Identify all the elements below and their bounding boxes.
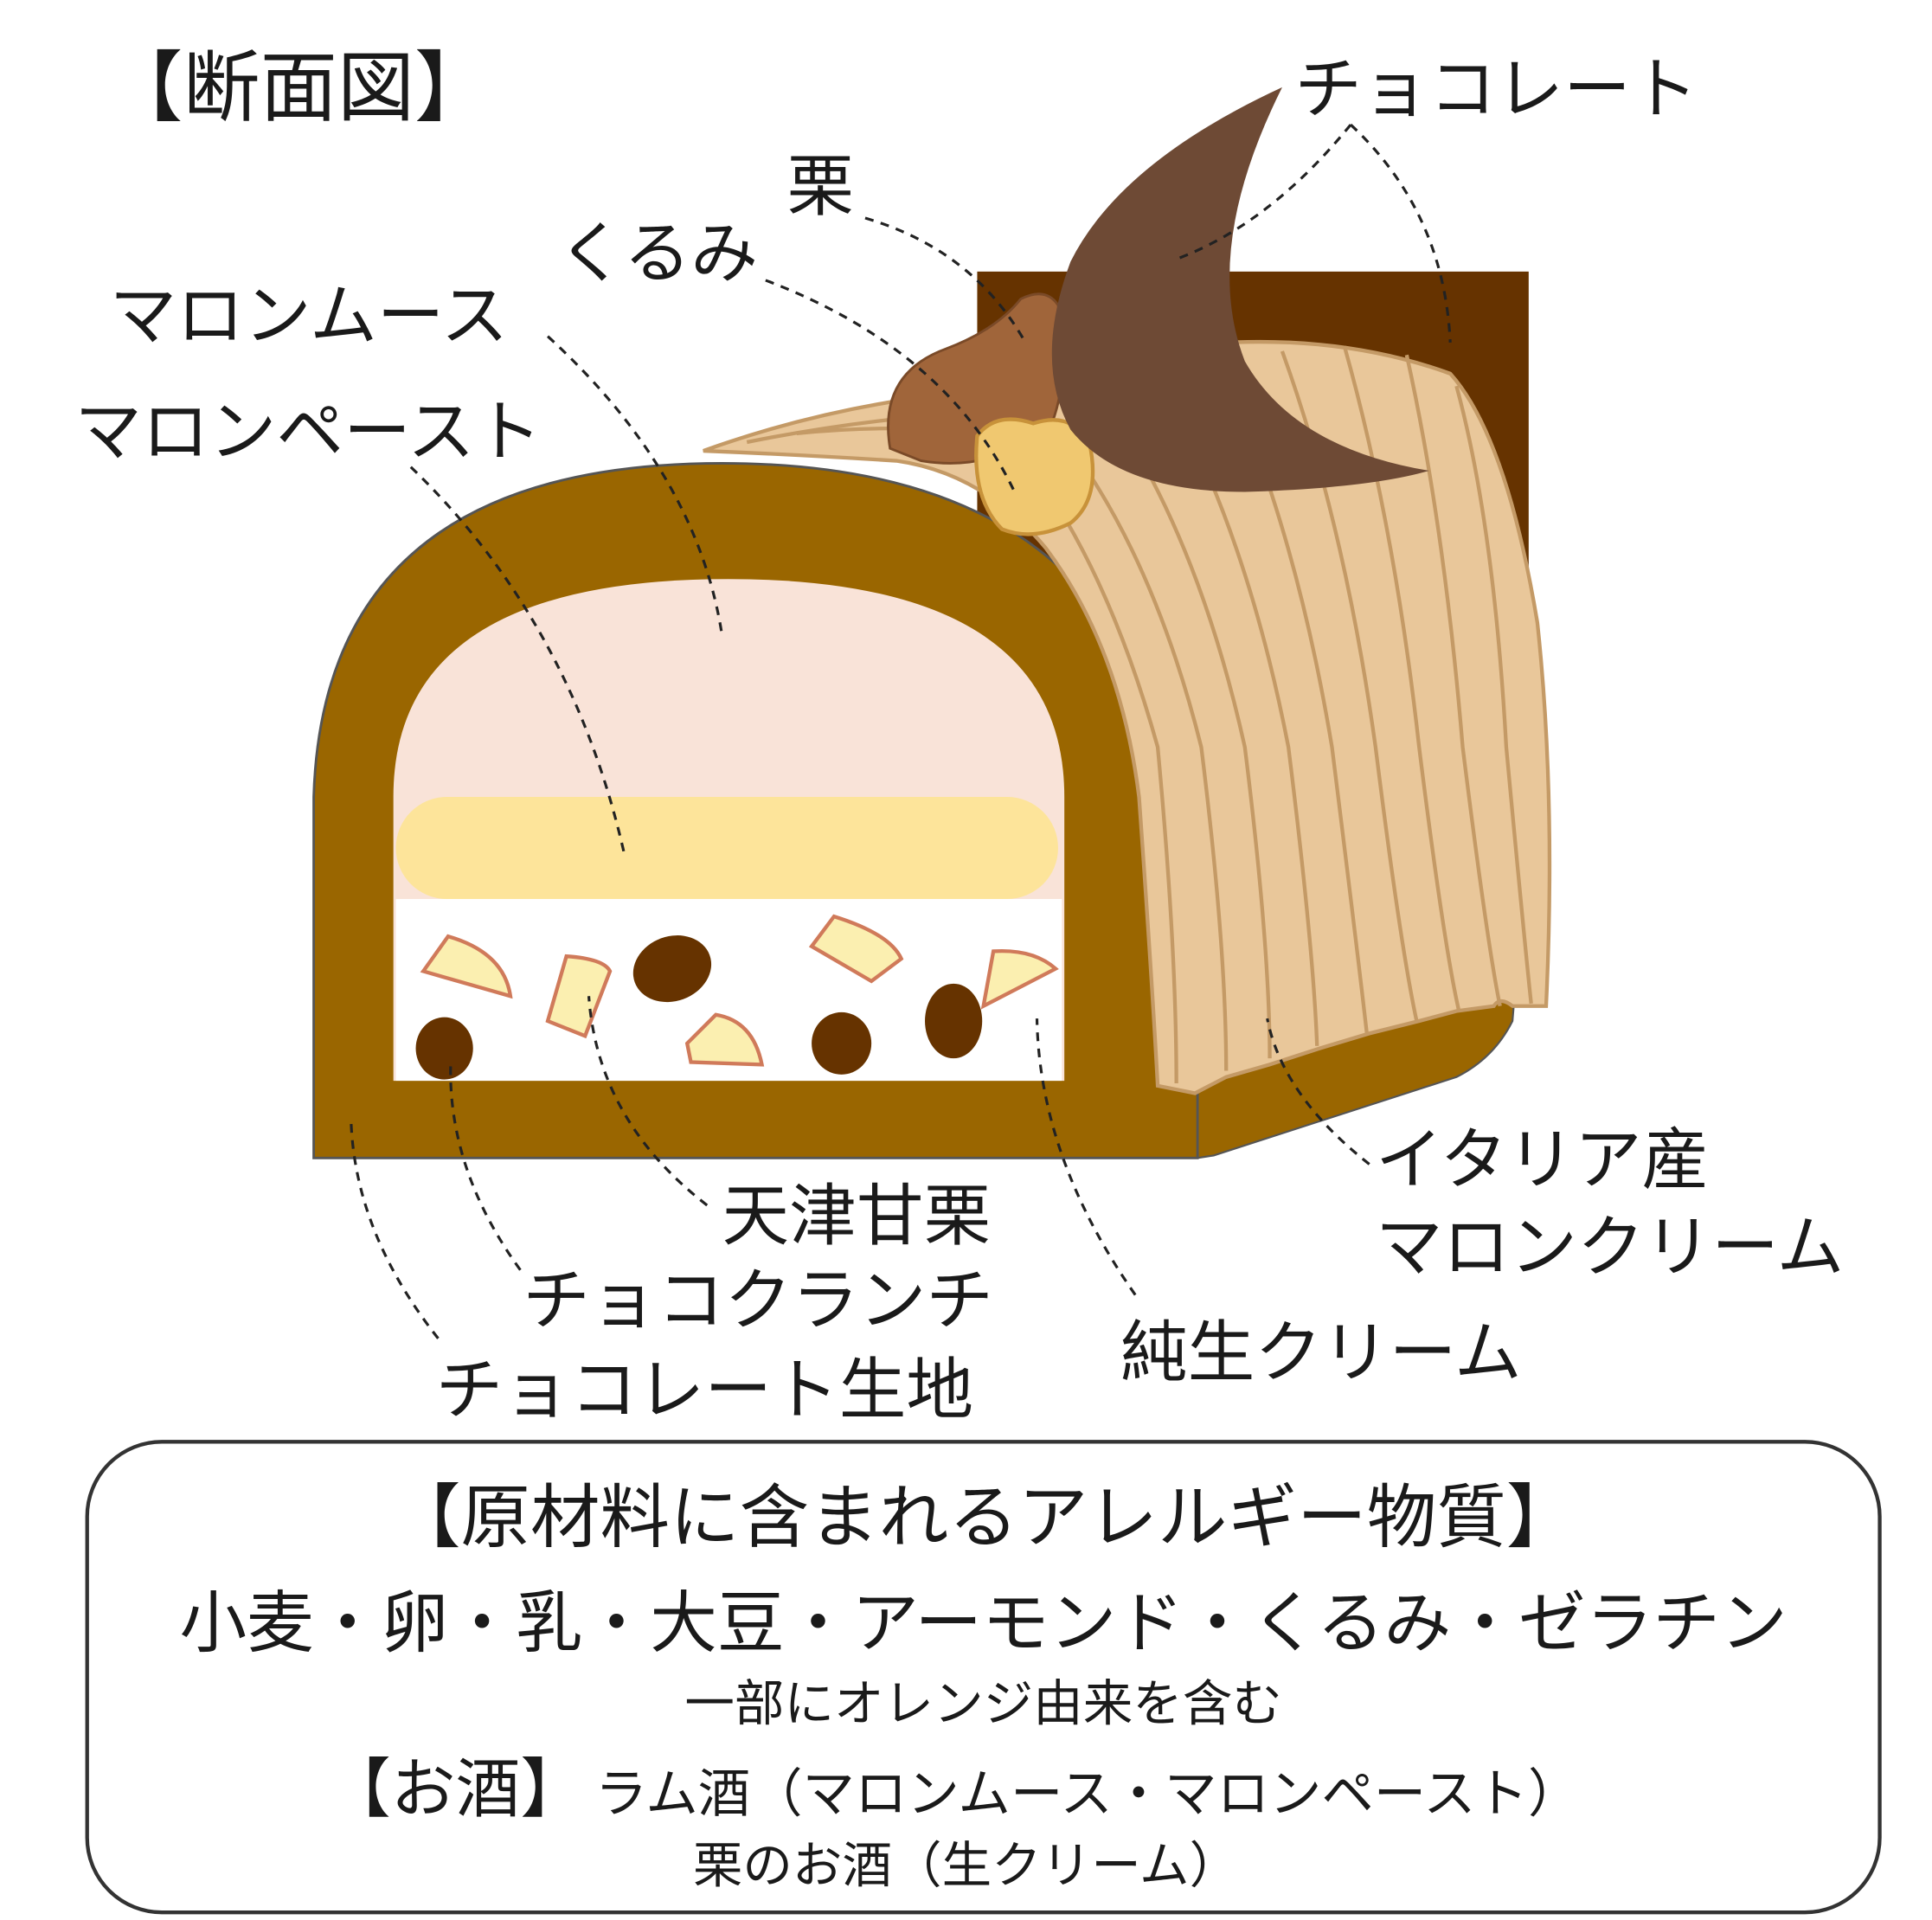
alcohol-heading: 【お酒】	[326, 1752, 585, 1827]
label-choco-crunch: チョコクランチ	[523, 1262, 993, 1340]
label-italian-line2: マロンクリーム	[1376, 1209, 1844, 1287]
leader-lines	[350, 123, 1452, 1339]
alcohol-line1: ラム酒（マロンムース・マロンペースト）	[595, 1764, 1581, 1825]
marron-paste-layer	[395, 797, 1058, 899]
allergy-note: 一部にオレンジ由来を含む	[684, 1675, 1282, 1733]
choco-crunch-pieces	[415, 935, 983, 1080]
label-walnut: くるみ	[558, 215, 759, 293]
label-tianjin-chestnut: 天津甘栗	[722, 1178, 991, 1255]
allergy-info-box: 【原材料に含まれるアレルギー物質】 小麦・卵・乳・大豆・アーモンド・くるみ・ゼラ…	[85, 1440, 1882, 1915]
label-italian-line1: イタリア産	[1376, 1121, 1709, 1199]
walnut-topping	[974, 417, 1095, 536]
label-marron-mousse: マロンムース	[110, 278, 509, 356]
label-chocolate: チョコレート	[1294, 51, 1698, 129]
allergen-list: 小麦・卵・乳・大豆・アーモンド・くるみ・ゼラチン	[179, 1584, 1787, 1662]
label-chestnut: 栗	[786, 148, 854, 226]
label-fresh-cream: 純生クリーム	[1120, 1314, 1522, 1392]
label-marron-paste: マロンペースト	[74, 393, 542, 471]
chocolate-crescent	[1051, 87, 1429, 492]
diagram-title: 【断面図】	[106, 44, 491, 134]
label-choco-sponge: チョコレート生地	[436, 1352, 974, 1429]
tianjin-chestnut-pieces	[420, 914, 1059, 1067]
allergy-heading: 【原材料に含まれるアレルギー物質】	[391, 1477, 1576, 1558]
alcohol-line2: 栗のお酒（生クリーム）	[693, 1837, 1239, 1895]
